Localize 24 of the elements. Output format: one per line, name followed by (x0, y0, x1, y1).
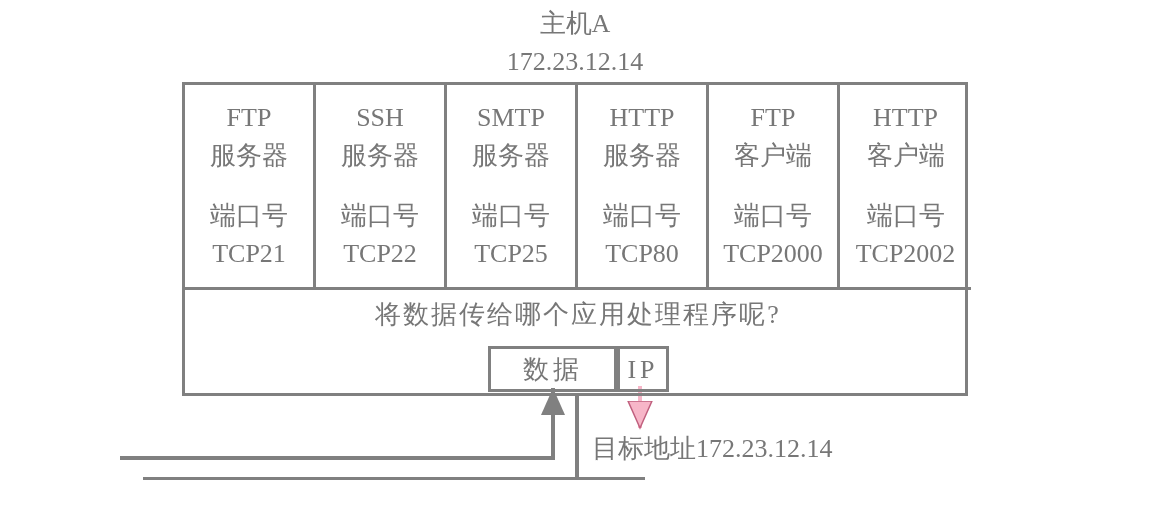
host-name: 主机A (538, 8, 612, 40)
port-number: 端口号 TCP2002 (854, 200, 957, 270)
question-text: 将数据传给哪个应用处理程序呢? (374, 299, 782, 331)
service-name: SSH 服务器 (340, 102, 420, 172)
service-name: HTTP 服务器 (602, 102, 682, 172)
ip-field (617, 346, 669, 392)
port-number: 端口号 TCP22 (340, 200, 420, 270)
field-label: 数据 (521, 354, 584, 386)
port-number: 端口号 TCP25 (471, 200, 551, 270)
address-arrow (627, 386, 653, 429)
network-line (143, 477, 645, 480)
port-number: 端口号 TCP80 (602, 200, 682, 270)
service-name: FTP 客户端 (733, 102, 813, 172)
incoming-packet-arrow (120, 388, 565, 460)
network-connection-line (575, 396, 579, 477)
field-label: IP (626, 354, 660, 386)
host-address: 172.23.12.14 (505, 46, 645, 78)
destination-address: 目标地址172.23.12.14 (592, 428, 892, 470)
service-name: HTTP 客户端 (865, 102, 946, 172)
data-field (488, 346, 617, 392)
service-name: SMTP 服务器 (471, 102, 551, 172)
service-name: FTP 服务器 (209, 102, 289, 172)
port-number: 端口号 TCP2000 (722, 200, 824, 270)
port-number: 端口号 TCP21 (209, 200, 289, 270)
